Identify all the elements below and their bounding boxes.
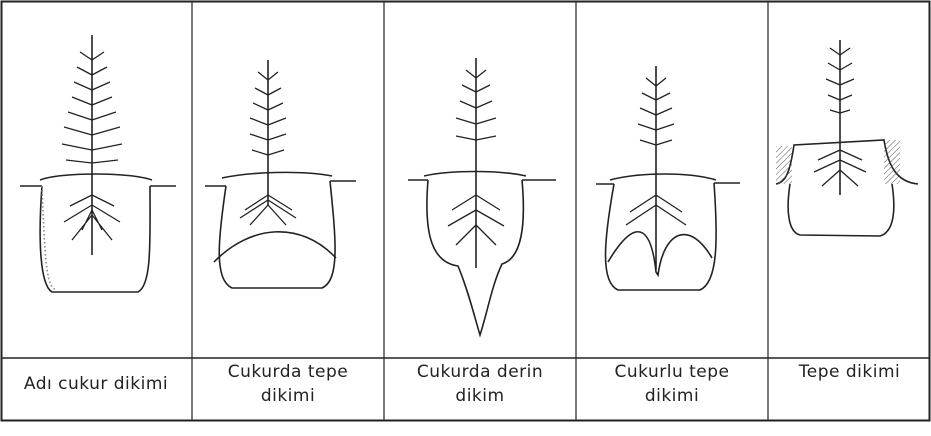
- caption-row: Adı cukur dikimi Cukurda tepe dikimi Cuk…: [0, 358, 931, 422]
- panel-deep-pit-planting: [408, 58, 556, 335]
- panel-pitted-mound-planting: [596, 66, 740, 290]
- caption-line: Adı cukur dikimi: [0, 372, 192, 396]
- caption-mound-in-pit-planting: Cukurda tepe dikimi: [192, 358, 384, 424]
- caption-line: dikimi: [576, 384, 768, 408]
- caption-line: dikimi: [192, 384, 384, 408]
- caption-deep-pit-planting: Cukurda derin dikim: [384, 358, 576, 424]
- planting-methods-figure: Adı cukur dikimi Cukurda tepe dikimi Cuk…: [0, 0, 931, 422]
- caption-pitted-mound-planting: Cukurlu tepe dikimi: [576, 358, 768, 424]
- panel-mound-planting: [776, 40, 918, 236]
- caption-line: Cukurda derin: [384, 360, 576, 384]
- caption-line: Cukurlu tepe: [576, 360, 768, 384]
- caption-ordinary-pit-planting: Adı cukur dikimi: [0, 358, 192, 436]
- panel-ordinary-pit-planting: [20, 35, 176, 292]
- caption-mound-planting: Tepe dikimi: [768, 358, 931, 424]
- panel-mound-in-pit-planting: [205, 60, 356, 288]
- caption-line: Cukurda tepe: [192, 360, 384, 384]
- caption-line: dikim: [384, 384, 576, 408]
- caption-line: Tepe dikimi: [768, 360, 931, 384]
